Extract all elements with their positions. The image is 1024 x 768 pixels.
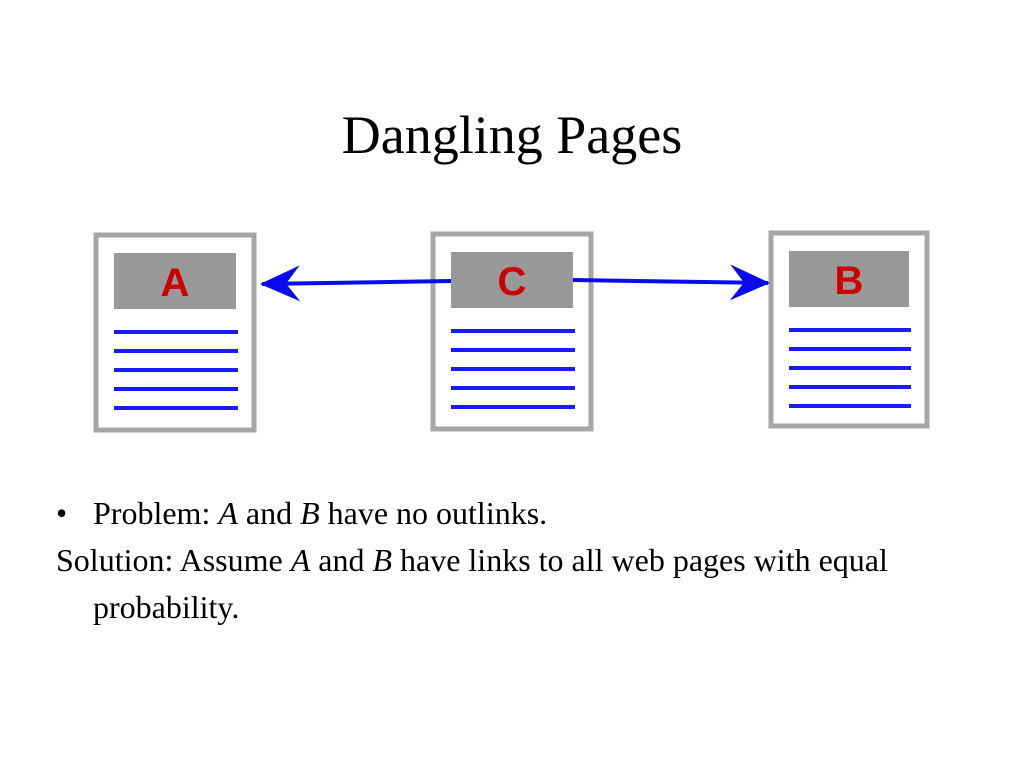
problem-a: A [218,495,238,531]
slide-title: Dangling Pages [341,105,683,165]
solution-prefix: Solution: Assume [56,542,291,578]
page-b-label: B [835,259,864,303]
page-a: A [93,232,257,433]
slide-body: • Problem: A and B have no outlinks. Solu… [56,490,976,631]
page-b: B [768,230,930,429]
problem-suffix: have no outlinks. [319,495,548,531]
solution-paragraph: Solution: Assume A and B have links to a… [56,537,976,631]
problem-b: B [300,495,320,531]
problem-bullet: • Problem: A and B have no outlinks. [56,490,976,537]
solution-and: and [310,542,373,578]
solution-b: B [372,542,392,578]
solution-suffix: have links to all web pages with equal p… [93,542,888,625]
problem-prefix: Problem: [93,495,219,531]
problem-and: and [237,495,301,531]
solution-a: A [290,542,311,578]
bullet-marker: • [56,495,68,531]
arrow-c-to-a [260,265,452,302]
arrow-c-to-b [572,264,770,301]
page-a-label: A [161,261,190,305]
page-c: C [430,231,594,432]
page-c-label: C [498,260,527,304]
